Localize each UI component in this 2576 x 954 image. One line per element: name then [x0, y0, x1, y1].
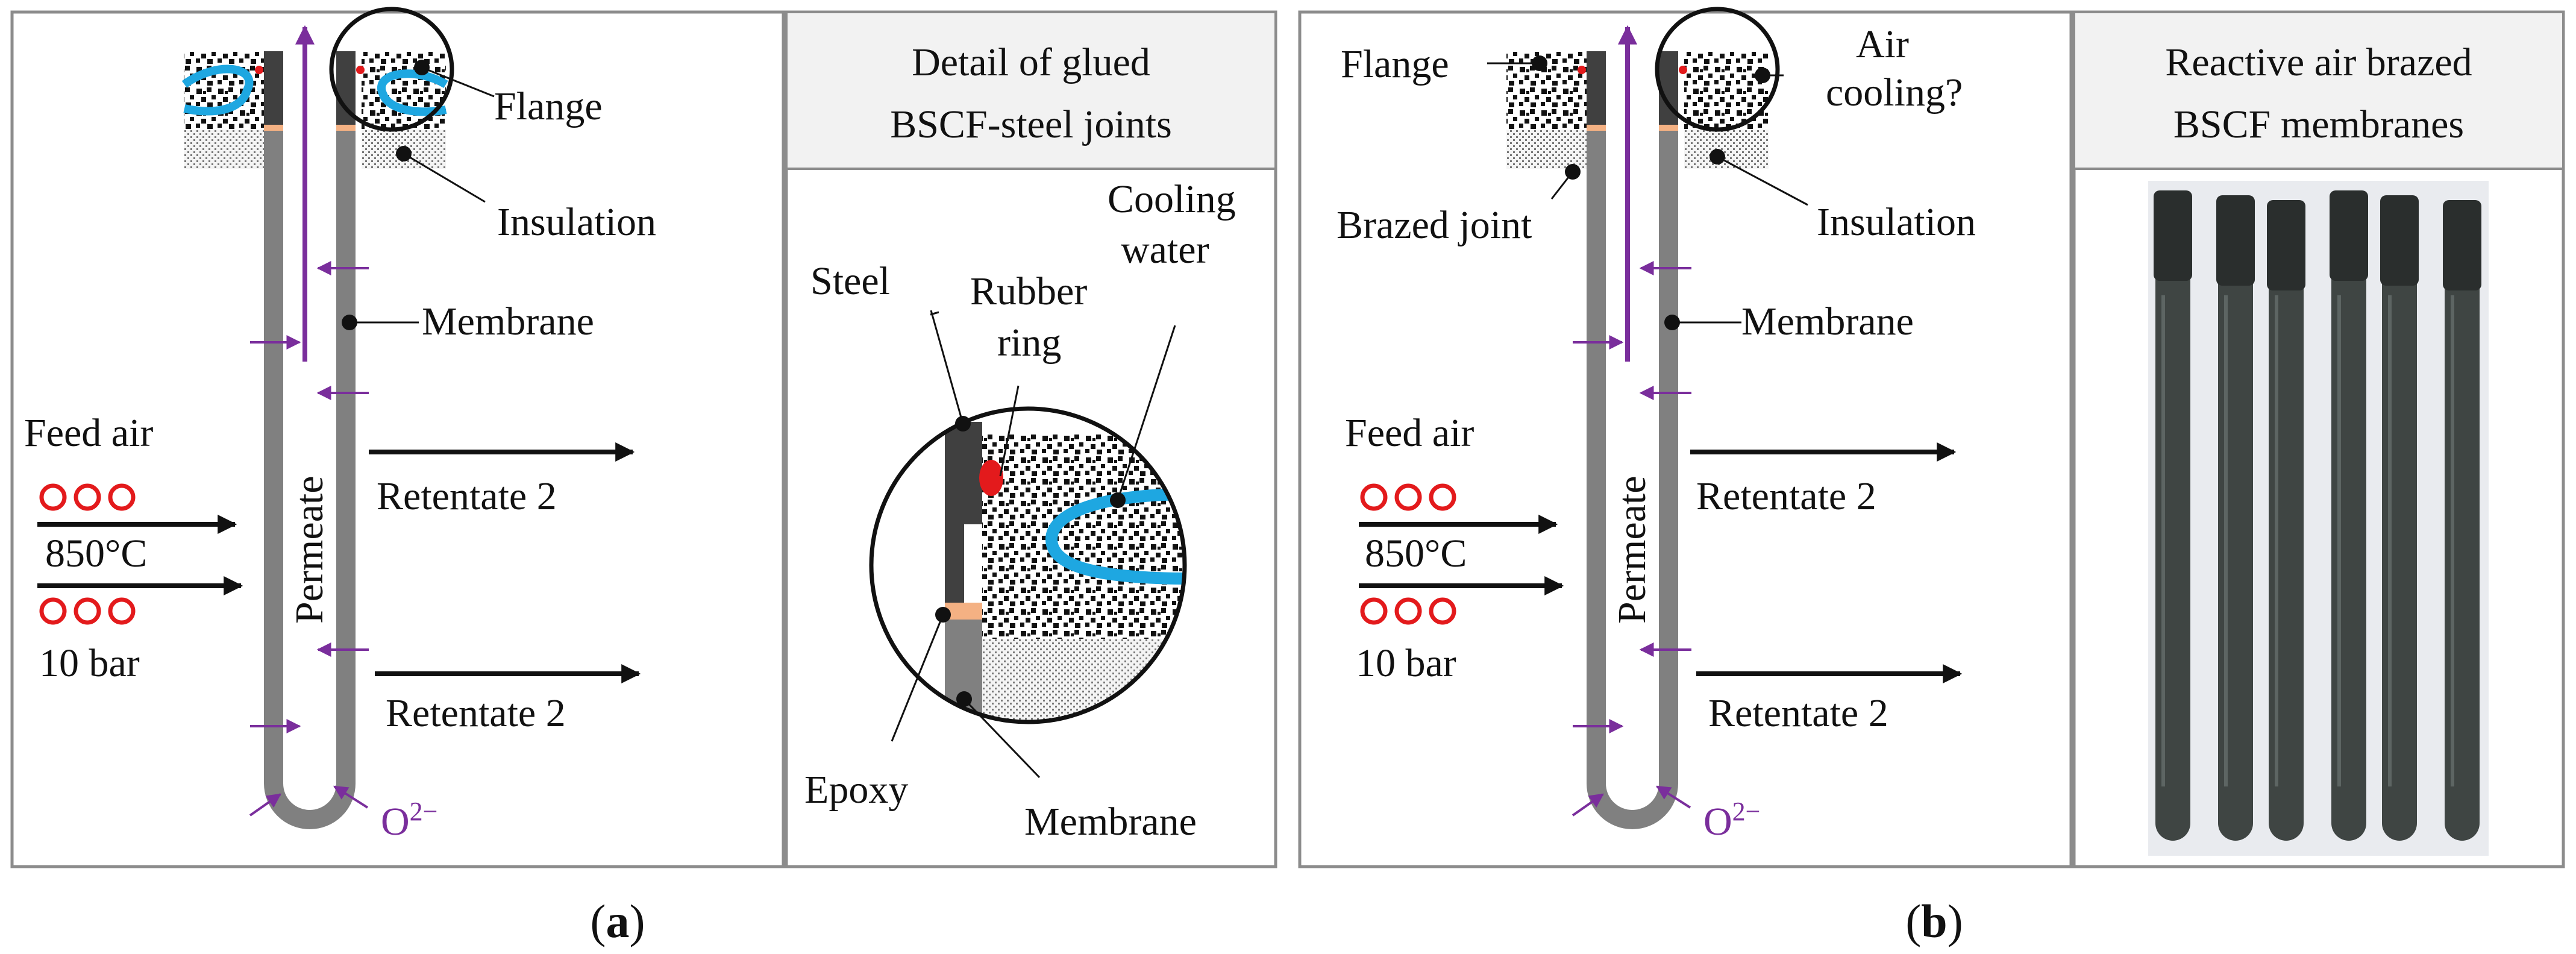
photo-membrane-highlight — [2275, 295, 2278, 786]
joint-detail — [945, 422, 1183, 721]
label-steel: Steel — [810, 259, 890, 303]
label-oxygen-ion-b: O2− — [1703, 797, 1761, 844]
label-retentate-lower-a: Retentate 2 — [386, 691, 566, 735]
detail-header-bg — [788, 13, 1274, 169]
photo-membrane-tube — [2331, 193, 2366, 841]
photo-membrane-cap — [2380, 195, 2419, 286]
photo-membrane-highlight — [2388, 295, 2392, 786]
zoom-circle-b — [1655, 7, 1780, 132]
label-membrane-detail: Membrane — [1024, 800, 1197, 844]
label-oxygen-ion-a: O2− — [381, 797, 438, 844]
photo-header-line1: Reactive air brazed — [2165, 40, 2472, 84]
label-membrane-b: Membrane — [1741, 300, 1914, 344]
label-epoxy: Epoxy — [804, 768, 908, 812]
leader-lines-detail — [891, 310, 1176, 779]
feed-rings-lower-b — [1360, 597, 1456, 625]
label-temperature-b: 850°C — [1365, 532, 1467, 576]
label-flange-a: Flange — [494, 84, 603, 128]
caption-b: (b) — [1905, 895, 1963, 947]
label-feed-air-a: Feed air — [24, 411, 153, 455]
photo-membrane-tube — [2382, 198, 2417, 841]
photo-membrane-highlight — [2224, 295, 2228, 786]
label-permeate-b: Permeate — [1610, 475, 1654, 624]
label-permeate-a: Permeate — [287, 475, 331, 624]
photo-membrane-highlight — [2451, 295, 2454, 786]
label-membrane-a: Membrane — [422, 300, 594, 344]
flange-left — [181, 51, 265, 169]
label-pressure-b: 10 bar — [1356, 641, 1456, 685]
caption-a: (a) — [591, 895, 645, 947]
label-insulation-b: Insulation — [1817, 200, 1976, 244]
photo-membrane-cap — [2154, 190, 2192, 281]
label-retentate-upper-b: Retentate 2 — [1696, 474, 1876, 518]
label-retentate-lower-b: Retentate 2 — [1708, 691, 1888, 735]
label-cooling-water-1: Cooling — [1108, 177, 1236, 221]
panel-a: Flange Insulation Membrane Feed air 850°… — [10, 7, 1277, 947]
cooling-channel-left — [181, 64, 254, 116]
feed-rings-upper-a — [39, 483, 136, 511]
photo-header-bg — [2075, 13, 2562, 169]
label-air-cooling-1: Air — [1856, 22, 1909, 66]
label-cooling-water-2: water — [1121, 228, 1209, 272]
photo-membrane-tube — [2445, 202, 2480, 841]
photo-header-line2: BSCF membranes — [2173, 102, 2464, 146]
label-retentate-upper-a: Retentate 2 — [377, 474, 557, 518]
photo-membrane-cap — [2267, 200, 2305, 290]
photo-membrane-tube — [2218, 198, 2253, 841]
steel-tube-left — [264, 51, 283, 127]
detail-header-line2: BSCF-steel joints — [890, 102, 1172, 146]
label-feed-air-b: Feed air — [1345, 411, 1474, 455]
flange-left-b — [1506, 51, 1588, 169]
detail-circle — [869, 406, 1187, 724]
detail-header-line1: Detail of glued — [912, 40, 1150, 84]
photo-membrane-cap — [2443, 200, 2481, 290]
membrane-photo — [2148, 181, 2489, 856]
photo-membrane-tube — [2155, 193, 2190, 841]
label-air-cooling-2: cooling? — [1826, 71, 1963, 115]
photo-membrane-highlight — [2337, 295, 2341, 786]
brazed-joint-left — [1587, 125, 1606, 131]
label-rubber-ring-2: ring — [997, 321, 1061, 365]
photo-membrane-tube — [2269, 202, 2304, 841]
label-insulation-a: Insulation — [497, 200, 656, 244]
label-pressure-a: 10 bar — [39, 641, 140, 685]
leader-lines-a — [349, 66, 495, 324]
zoom-circle-a — [329, 7, 454, 132]
photo-membrane-cap — [2216, 195, 2255, 286]
panel-b: Flange Air cooling? Brazed joint Insulat… — [1298, 7, 2565, 947]
label-temperature-a: 850°C — [45, 532, 147, 576]
label-rubber-ring-1: Rubber — [970, 269, 1087, 313]
oxygen-flux-arrows-b — [1572, 261, 1691, 817]
feed-rings-upper-b — [1360, 483, 1456, 511]
photo-background — [2148, 181, 2489, 856]
flange-right-b — [1679, 51, 1769, 169]
photo-membrane-cap — [2330, 190, 2368, 281]
label-brazed-joint: Brazed joint — [1337, 203, 1532, 247]
cooling-channel-right — [377, 69, 448, 116]
oxygen-flux-arrows — [249, 261, 369, 817]
rubber-ring-detail — [979, 460, 1003, 496]
epoxy-detail — [945, 603, 982, 620]
feed-rings-lower-a — [39, 597, 136, 625]
brazed-joint-right — [1659, 125, 1678, 131]
label-flange-b: Flange — [1341, 42, 1449, 86]
photo-membrane-highlight — [2161, 295, 2165, 786]
